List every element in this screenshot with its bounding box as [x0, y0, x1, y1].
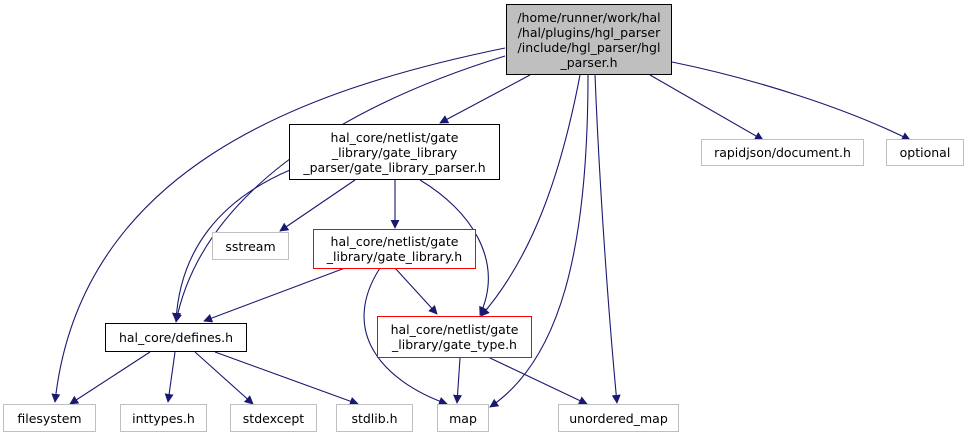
node-filesystem[interactable]: filesystem [3, 404, 96, 432]
edge-glp-to-defines [171, 169, 291, 322]
node-defines-h[interactable]: hal_core/defines.h [105, 323, 247, 352]
node-label: filesystem [17, 410, 82, 426]
edge-hgl-to-rapidjson [649, 74, 764, 141]
node-label: hal_core/defines.h [118, 330, 234, 345]
edge-hgl-to-defines [173, 55, 506, 323]
node-label: sstream [225, 238, 276, 254]
node-label: stdlib.h [351, 410, 398, 426]
edge-gl-to-defines [203, 267, 346, 323]
node-label: optional [899, 145, 951, 160]
edge-gt-to-unordered-map [489, 357, 588, 405]
edge-defines-to-inttypes [164, 351, 176, 403]
node-label: unordered_map [569, 410, 668, 426]
node-label: hal_core/netlist/gate_library/gate_type.… [390, 322, 519, 352]
node-rapidjson-document-h[interactable]: rapidjson/document.h [701, 139, 864, 166]
node-label: /home/runner/work/hal/hal/plugins/hgl_pa… [517, 9, 661, 70]
node-label: rapidjson/document.h [714, 145, 851, 160]
edge-gl-to-gate-type [394, 267, 438, 315]
edge-glp-to-sstream [279, 179, 356, 232]
edge-defines-to-filesystem [69, 351, 151, 405]
node-gate-library-parser-h[interactable]: hal_core/netlist/gate_library/gate_libra… [289, 124, 500, 180]
node-stdlib-h[interactable]: stdlib.h [336, 404, 413, 432]
edge-hgl-to-optional [671, 61, 911, 141]
node-sstream[interactable]: sstream [212, 232, 289, 260]
edge-gt-to-map [453, 357, 463, 404]
node-label: hal_core/netlist/gate_library/gate_libra… [326, 234, 463, 264]
edge-hgl-to-filesystem [51, 47, 506, 403]
node-gate-library-h[interactable]: hal_core/netlist/gate_library/gate_libra… [313, 229, 476, 269]
edge-hgl-to-map [489, 74, 589, 408]
edge-hgl-to-unordered-map [594, 74, 621, 404]
node-inttypes-h[interactable]: inttypes.h [120, 404, 207, 432]
edge-glp-to-gate-type [419, 179, 489, 316]
node-map[interactable]: map [437, 404, 489, 432]
node-optional[interactable]: optional [886, 139, 964, 166]
node-label: inttypes.h [132, 410, 195, 426]
edge-defines-to-stdexcept [194, 351, 254, 405]
edge-hgl-to-gate-library-parser [439, 74, 531, 124]
node-unordered-map[interactable]: unordered_map [558, 404, 679, 432]
node-hgl-parser-h[interactable]: /home/runner/work/hal/hal/plugins/hgl_pa… [506, 4, 672, 75]
edge-hgl-to-gate-type [480, 74, 581, 317]
node-stdexcept[interactable]: stdexcept [230, 404, 317, 432]
edge-gl-to-map [363, 267, 448, 406]
node-label: stdexcept [242, 410, 305, 426]
node-label: hal_core/netlist/gate_library/gate_libra… [303, 129, 486, 175]
node-label: map [449, 410, 477, 426]
node-gate-type-h[interactable]: hal_core/netlist/gate_library/gate_type.… [377, 316, 532, 358]
edge-defines-to-stdlib [214, 351, 359, 406]
